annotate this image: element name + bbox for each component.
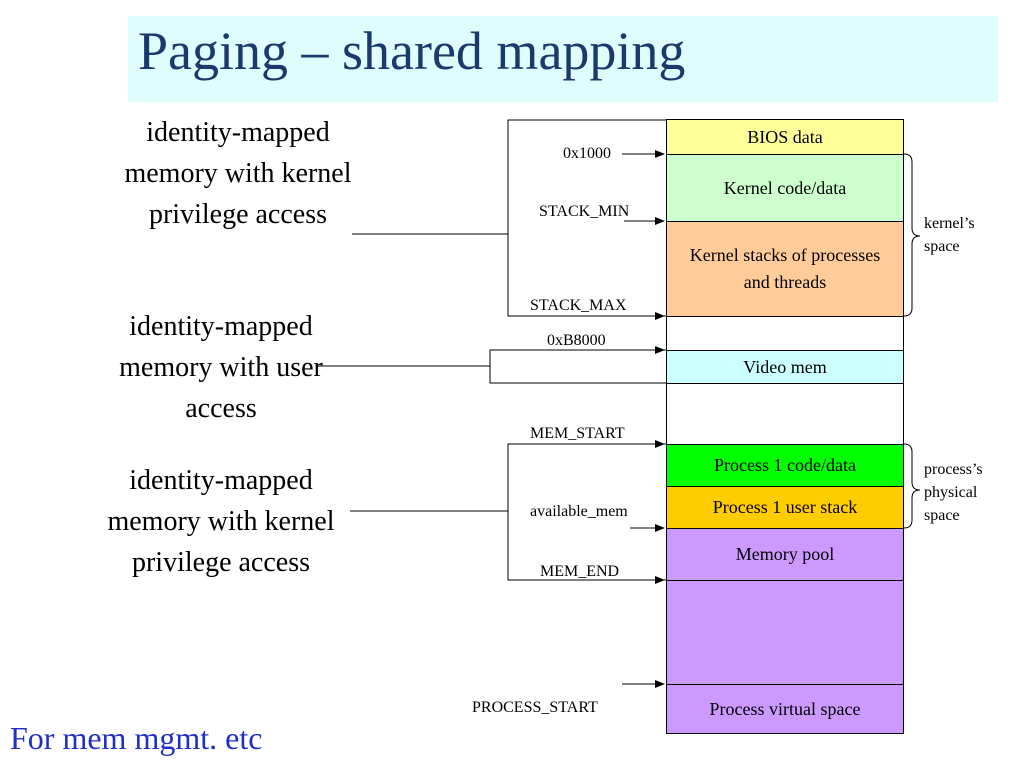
memory-block-kernel-stacks: Kernel stacks of processes and threads (666, 221, 904, 317)
footer-note: For mem mgmt. etc (10, 720, 263, 756)
brace-process-space (903, 443, 921, 529)
bracket-kernel-bottom (507, 443, 666, 581)
memory-block-empty-1 (666, 316, 904, 351)
label-user-access: identity-mapped memory with user access (119, 311, 323, 424)
brace-label-kernel-space: kernel’s space (924, 215, 975, 255)
memory-block-memory-pool: Memory pool (666, 528, 904, 581)
address-label-0x1000: 0x1000 (563, 145, 611, 162)
brace-kernel-space (903, 153, 921, 317)
label-kernel-privilege-top: identity-mapped memory with kernel privi… (124, 117, 352, 230)
memory-block-process-user-stack: Process 1 user stack (666, 486, 904, 529)
bracket-user (489, 349, 666, 384)
address-label-mem-start: MEM_START (530, 425, 625, 442)
brace-label-process-space: process’s physical space (924, 461, 983, 524)
title-bar: Paging – shared mapping (128, 16, 998, 102)
memory-block-bios-data: BIOS data (666, 119, 904, 155)
address-label-stack-min: STACK_MIN (539, 203, 630, 220)
memory-block-empty-2 (666, 383, 904, 445)
memory-block-process-code-data: Process 1 code/data (666, 444, 904, 487)
address-label-mem-end: MEM_END (540, 563, 620, 580)
memory-block-process-virtual-space: Process virtual space (666, 684, 904, 734)
memory-block-video-mem: Video mem (666, 350, 904, 384)
memory-block-purple-empty (666, 580, 904, 685)
address-label-stack-max: STACK_MAX (530, 297, 627, 314)
memory-block-kernel-code-data: Kernel code/data (666, 154, 904, 222)
page-title: Paging – shared mapping (138, 21, 686, 81)
label-kernel-privilege-bottom: identity-mapped memory with kernel privi… (107, 465, 335, 578)
bracket-kernel-top (507, 119, 666, 317)
address-label-available-mem: available_mem (530, 503, 628, 520)
address-label-0xb8000: 0xB8000 (547, 332, 606, 349)
address-label-process-start: PROCESS_START (472, 699, 598, 716)
